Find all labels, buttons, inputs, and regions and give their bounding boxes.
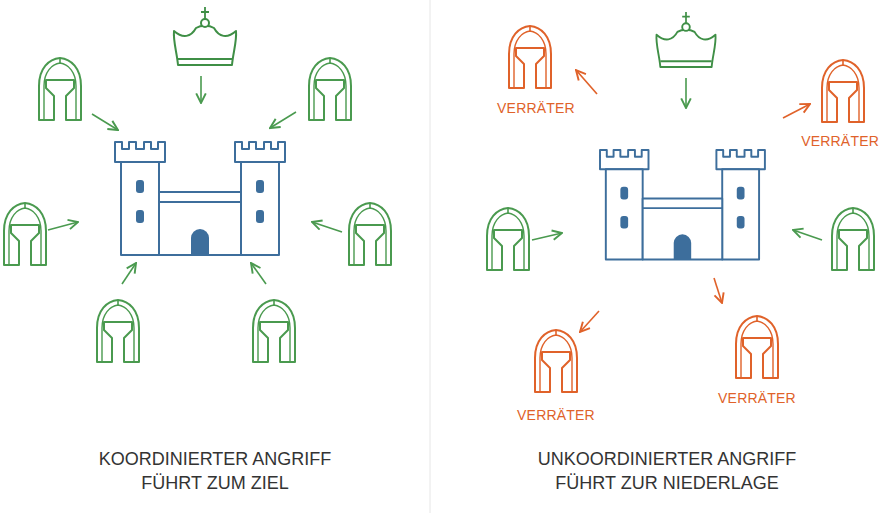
panel-divider	[430, 0, 431, 513]
helmet-symbol	[253, 300, 295, 362]
helmet-symbol	[4, 203, 46, 265]
traitor-label: VERRÄTER	[517, 407, 595, 423]
attack-arrow	[270, 112, 296, 128]
traitor-label: VERRÄTER	[801, 133, 879, 149]
panel-caption: UNKOORDINIERTER ANGRIFF FÜHRT ZUR NIEDER…	[522, 447, 812, 496]
attack-arrow	[312, 222, 342, 232]
retreat-arrow	[576, 70, 597, 94]
helmet-symbol	[349, 203, 391, 265]
attack-arrow	[532, 233, 562, 240]
attack-arrow	[92, 114, 118, 130]
traitor-label: VERRÄTER	[497, 100, 575, 116]
attack-arrow	[48, 222, 78, 230]
mixed-arrows	[532, 70, 822, 332]
loyal-helmets	[487, 208, 874, 270]
retreat-arrow	[580, 311, 599, 332]
panel-caption: KOORDINIERTER ANGRIFF FÜHRT ZUM ZIEL	[70, 447, 360, 496]
helmet-symbol	[832, 208, 874, 270]
crown-symbol	[656, 12, 715, 67]
helmet-symbol	[509, 26, 551, 88]
helmet-symbol	[309, 58, 351, 120]
loyal-helmets	[4, 58, 391, 362]
helmet-symbol	[736, 316, 778, 378]
attack-arrow	[251, 263, 266, 284]
retreat-arrow	[783, 104, 810, 118]
attack-arrow	[685, 78, 687, 108]
helmet-symbol	[39, 58, 81, 120]
helmet-symbol	[535, 330, 577, 392]
castle-symbol	[115, 142, 285, 255]
helmet-symbol	[97, 300, 139, 362]
castle-symbol	[600, 150, 765, 260]
traitor-helmets	[509, 26, 864, 392]
retreat-arrow	[714, 278, 722, 303]
helmet-symbol	[487, 208, 529, 270]
attack-arrow	[122, 263, 136, 284]
attack-arrow	[793, 230, 822, 240]
attack-arrow	[200, 76, 202, 103]
helmet-symbol	[822, 60, 864, 122]
traitor-label: VERRÄTER	[718, 390, 796, 406]
crown-symbol	[174, 7, 236, 65]
attack-arrows	[48, 76, 342, 284]
